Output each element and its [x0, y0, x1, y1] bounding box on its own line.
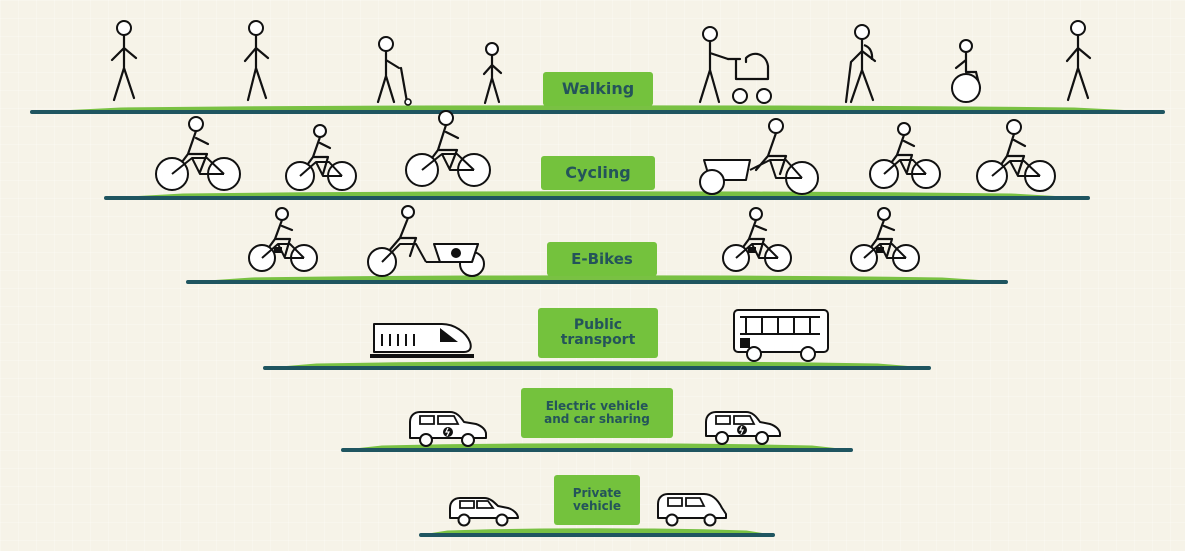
tier-label-electric-vehicle-and-car-sharing: Electric vehicle and car sharing	[521, 388, 673, 438]
walker-icon	[232, 18, 280, 108]
electric-car-icon	[406, 404, 490, 452]
stroller-walker-icon	[688, 24, 778, 108]
grass-strip	[263, 361, 931, 368]
cyclist-icon	[282, 122, 360, 194]
grass-strip	[341, 443, 853, 450]
grass-strip	[419, 528, 775, 535]
e-bike-icon	[720, 206, 794, 276]
cyclist-icon	[152, 114, 244, 196]
tier-label-e-bikes: E-Bikes	[547, 242, 657, 276]
ground-line	[104, 196, 1090, 200]
tier-label-electric-vehicle-line2: and car sharing	[544, 412, 650, 426]
wheelchair-user-icon	[942, 38, 990, 108]
bus-icon	[730, 306, 832, 364]
tier-label-public-transport-line2: transport	[560, 332, 636, 348]
elderly-walker-icon	[366, 34, 418, 108]
tier-label-public-transport-line1: Public	[573, 316, 623, 333]
tier-label-private-vehicle: Private vehicle	[554, 475, 640, 525]
electric-car-icon	[702, 404, 784, 448]
grass-strip	[104, 191, 1090, 198]
tier-label-walking-text: Walking	[561, 79, 635, 99]
ground-line	[263, 366, 931, 370]
cyclist-icon	[974, 118, 1058, 196]
ground-line	[341, 448, 853, 452]
grass-strip	[30, 105, 1165, 112]
tier-label-e-bikes-text: E-Bikes	[571, 249, 633, 268]
hiker-icon	[838, 22, 892, 108]
grass-strip	[186, 275, 1008, 282]
cyclist-icon	[402, 108, 494, 192]
car-icon	[446, 492, 522, 530]
tier-label-public-transport: Public transport	[538, 308, 658, 358]
tier-label-cycling: Cycling	[541, 156, 655, 190]
tier-label-private-vehicle-line1: Private	[572, 486, 622, 501]
tier-label-walking: Walking	[543, 72, 653, 106]
e-bike-icon	[246, 206, 320, 276]
tier-label-private-vehicle-line2: vehicle	[573, 499, 621, 513]
e-bike-icon	[848, 206, 922, 276]
cargo-bike-icon	[694, 116, 822, 198]
ground-line	[30, 110, 1165, 114]
tier-private-vehicle: Private vehicle	[419, 473, 775, 537]
ground-line	[419, 533, 775, 537]
e-cargo-bike-icon	[364, 204, 490, 280]
tier-public-transport: Public transport	[263, 306, 931, 370]
tier-label-electric-vehicle-line1: Electric vehicle	[545, 399, 649, 414]
tier-walking: Walking	[30, 68, 1165, 114]
walker-icon	[100, 18, 148, 108]
tier-e-bikes: E-Bikes	[186, 240, 1008, 284]
tier-cycling: Cycling	[104, 154, 1090, 200]
train-icon	[370, 318, 474, 358]
child-walker-icon	[474, 40, 510, 108]
cyclist-icon	[866, 120, 944, 192]
walker-icon	[1054, 18, 1102, 108]
car-icon	[654, 488, 730, 530]
tier-electric-vehicle-and-car-sharing: Electric vehicle and car sharing	[341, 386, 853, 452]
tier-label-cycling-text: Cycling	[565, 163, 631, 183]
ground-line	[186, 280, 1008, 284]
